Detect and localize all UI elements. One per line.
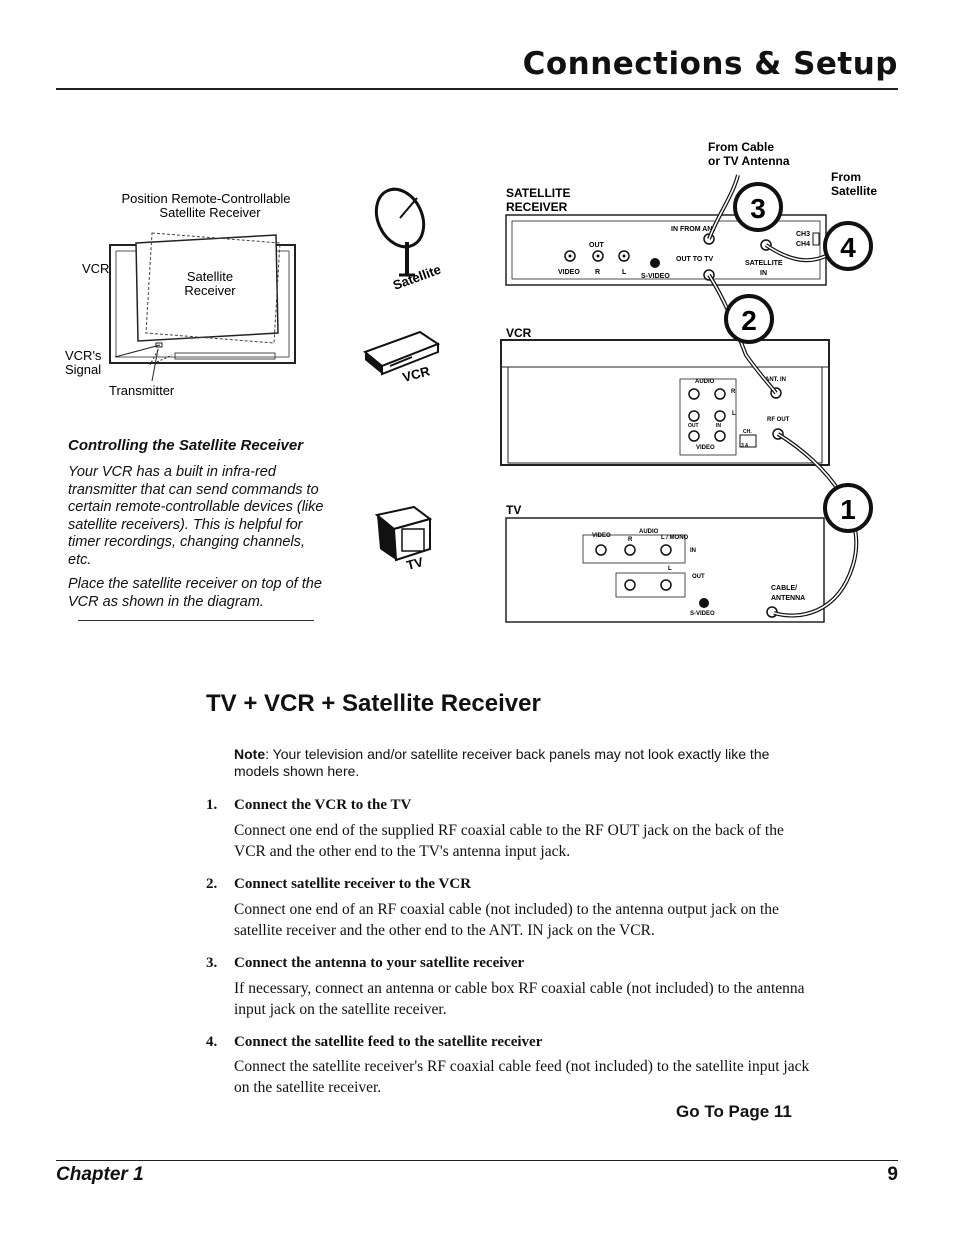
tv-panel-label: TV xyxy=(506,503,521,517)
go-to-page-link[interactable]: Go To Page 11 xyxy=(676,1102,792,1121)
sat-l-label: L xyxy=(622,269,627,276)
footer-page-number: 9 xyxy=(887,1164,898,1185)
sidebar-heading: Controlling the Satellite Receiver xyxy=(68,437,304,454)
vcr-rf-out-label: RF OUT xyxy=(767,417,790,423)
tv-r-label: R xyxy=(628,537,633,543)
step-3-body: If necessary, connect an antenna or cabl… xyxy=(234,980,805,1018)
sat-satellite-in-2: IN xyxy=(760,270,767,277)
tv-in-label: IN xyxy=(690,548,696,554)
tv-icon: TV xyxy=(374,505,433,573)
tv-out-label: OUT xyxy=(692,574,705,580)
footer-rule xyxy=(56,1160,898,1161)
tv-svideo-label: S-VIDEO xyxy=(690,611,715,617)
sat-out-to-tv-label: OUT TO TV xyxy=(676,256,714,263)
footer-chapter: Chapter 1 xyxy=(56,1164,144,1185)
step-1-title: Connect the VCR to the TV xyxy=(234,797,412,813)
sidebar-paragraph-1: Your VCR has a built in infra-red transm… xyxy=(68,464,324,568)
step-4-title: Connect the satellite feed to the satell… xyxy=(234,1034,543,1050)
step-badge-3: 3 xyxy=(733,182,783,232)
from-cable-label-1: From Cable xyxy=(708,140,774,154)
placement-diagram: Position Remote-Controllable Satellite R… xyxy=(65,191,296,398)
from-cable-label-2: or TV Antenna xyxy=(708,154,790,168)
vcr-ch-nums: 3 4 xyxy=(741,443,748,449)
page-title: Connections & Setup xyxy=(522,46,898,82)
placement-receiver-2: Receiver xyxy=(184,283,236,298)
tv-cable-label-2: ANTENNA xyxy=(771,595,805,602)
sat-r-label: R xyxy=(595,269,600,276)
vcr-audio-label: AUDIO xyxy=(695,379,715,385)
vcr-icon: VCR xyxy=(363,330,441,385)
step-badge-4: 4 xyxy=(823,221,873,271)
svg-text:4: 4 xyxy=(840,232,856,263)
tv-cable-label-1: CABLE/ xyxy=(771,585,797,592)
svg-text:2: 2 xyxy=(741,305,757,336)
step-1-body: Connect one end of the supplied RF coaxi… xyxy=(234,822,784,860)
vcr-l-label: L xyxy=(732,411,736,417)
tv-back-panel xyxy=(505,517,825,623)
sat-out-label: OUT xyxy=(589,242,605,249)
step-2-body: Connect one end of an RF coaxial cable (… xyxy=(234,901,779,939)
header-rule xyxy=(56,88,898,90)
tv-icon-label: TV xyxy=(405,554,425,573)
step-4-body: Connect the satellite receiver's RF coax… xyxy=(234,1058,810,1096)
tv-audio-label: AUDIO xyxy=(639,529,659,535)
sat-ch3-label: CH3 xyxy=(796,231,810,238)
connection-diagram: From Cable or TV Antenna From Satellite … xyxy=(500,140,877,623)
from-satellite-label-1: From xyxy=(831,170,861,184)
step-2-title: Connect satellite receiver to the VCR xyxy=(234,876,472,892)
placement-title-1: Position Remote-Controllable xyxy=(121,191,290,206)
satellite-dish-icon: Satellite xyxy=(374,187,443,293)
satellite-receiver-outline xyxy=(135,234,279,342)
placement-vcr-label: VCR xyxy=(82,261,109,276)
from-satellite-label-2: Satellite xyxy=(831,184,877,198)
vcr-r-label: R xyxy=(731,389,736,395)
vcr-icon-label: VCR xyxy=(401,363,432,385)
sat-receiver-label-2: RECEIVER xyxy=(506,200,568,214)
vcr-video-label: VIDEO xyxy=(696,445,715,451)
sidebar-paragraph-2: Place the satellite receiver on top of t… xyxy=(68,576,322,610)
step-badge-1: 1 xyxy=(823,483,873,533)
sidebar-rule xyxy=(78,620,314,621)
step-2-number: 2. xyxy=(206,876,218,892)
vcr-in-label: IN xyxy=(716,423,721,429)
placement-receiver-1: Satellite xyxy=(187,269,233,284)
section-title: TV + VCR + Satellite Receiver xyxy=(206,690,541,717)
step-2-heading: 2. Connect satellite receiver to the VCR xyxy=(206,876,471,893)
placement-signal-2: Signal xyxy=(65,362,101,377)
satellite-icon-label: Satellite xyxy=(391,262,443,293)
tv-l-label: L xyxy=(668,566,672,572)
vcr-ant-in-label: ANT. IN xyxy=(765,377,786,383)
step-4-number: 4. xyxy=(206,1034,218,1050)
placement-title-2: Satellite Receiver xyxy=(159,205,261,220)
sat-receiver-label-1: SATELLITE xyxy=(506,186,570,200)
note: Note: Your television and/or satellite r… xyxy=(234,746,794,780)
vcr-ch-label: CH. xyxy=(743,429,752,435)
tv-video-label: VIDEO xyxy=(592,533,611,539)
sat-satellite-in-1: SATELLITE xyxy=(745,260,783,267)
step-1-heading: 1. Connect the VCR to the TV xyxy=(206,797,411,814)
sat-video-label: VIDEO xyxy=(558,269,580,276)
tv-l-mono-label: L / MONO xyxy=(661,535,689,541)
tv-jacks xyxy=(595,544,778,618)
note-text: : Your television and/or satellite recei… xyxy=(234,746,770,779)
step-3-number: 3. xyxy=(206,955,218,971)
step-badge-2: 2 xyxy=(724,294,774,344)
sat-svideo-label: S-VIDEO xyxy=(641,273,670,280)
note-label: Note xyxy=(234,746,266,762)
svg-text:3: 3 xyxy=(750,193,766,224)
vcr-out-label: OUT xyxy=(688,423,699,429)
step-1-number: 1. xyxy=(206,797,218,813)
vcr-panel-label: VCR xyxy=(506,326,532,340)
placement-signal-1: VCR's xyxy=(65,348,102,363)
vcr-back-panel xyxy=(500,339,830,466)
step-3-heading: 3. Connect the antenna to your satellite … xyxy=(206,955,524,972)
sat-ch4-label: CH4 xyxy=(796,241,810,248)
step-3-title: Connect the antenna to your satellite re… xyxy=(234,955,525,971)
step-4-heading: 4. Connect the satellite feed to the sate… xyxy=(206,1034,542,1051)
sat-in-from-ant-label: IN FROM ANT xyxy=(671,226,717,233)
placement-transmitter: Transmitter xyxy=(109,383,175,398)
svg-text:1: 1 xyxy=(840,494,856,525)
